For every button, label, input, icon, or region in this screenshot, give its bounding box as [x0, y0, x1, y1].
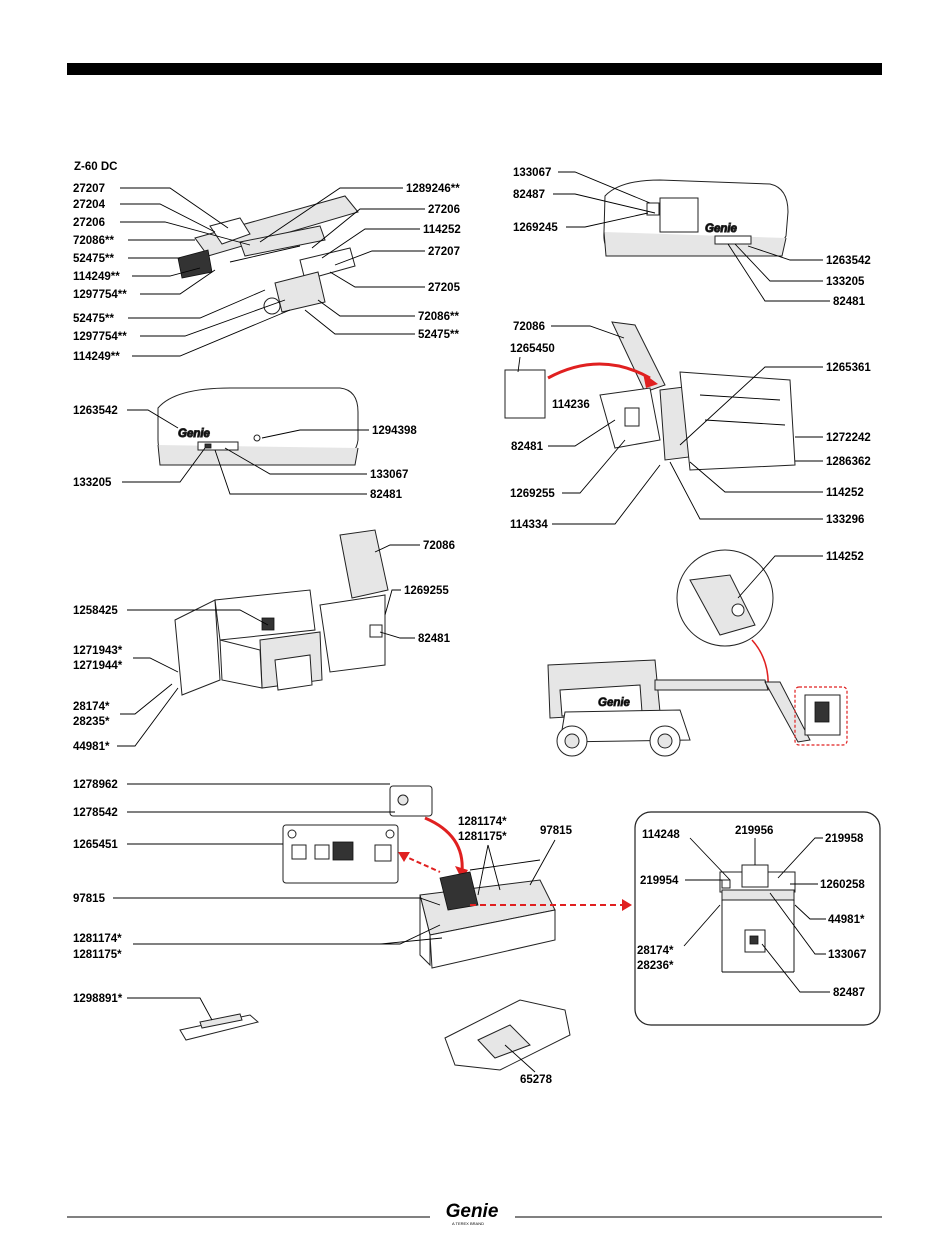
- turntable-cover-labels: 72086 1269255 1258425 1271943* 1271944* …: [73, 540, 455, 753]
- part-label: 1286362: [826, 456, 871, 468]
- part-label: 219958: [825, 833, 864, 845]
- part-label: 28174*: [637, 945, 674, 957]
- part-label: 1271944*: [73, 660, 123, 672]
- genie-decal: Genie: [705, 223, 738, 235]
- genie-decal: Genie: [598, 697, 631, 709]
- part-label: 133296: [826, 514, 864, 526]
- part-label: 114249**: [73, 271, 120, 283]
- part-label: 1265361: [826, 362, 871, 374]
- part-label: 82481: [370, 489, 403, 501]
- part-label: 219954: [640, 875, 679, 887]
- part-label: 1269245: [513, 222, 558, 234]
- detail-frame: [634, 811, 881, 1026]
- part-label: 114252: [826, 551, 864, 563]
- platform-box-detail: [634, 811, 881, 1026]
- part-label: 133205: [826, 276, 865, 288]
- part-label: 27206: [428, 204, 460, 216]
- part-label: 133067: [513, 167, 551, 179]
- ground-control-box-illustration: Genie: [157, 387, 359, 466]
- part-label: 219956: [735, 825, 773, 837]
- part-label: 1269255: [510, 488, 555, 500]
- part-label: 114334: [510, 519, 548, 531]
- part-label: 114248: [642, 829, 680, 841]
- boom-assembly-illustration: [177, 195, 359, 315]
- part-label: 52475**: [73, 313, 114, 325]
- part-label: 114252: [826, 487, 864, 499]
- part-label: 97815: [540, 825, 573, 837]
- part-label: 82481: [511, 441, 544, 453]
- part-label: 1294398: [372, 425, 417, 437]
- part-label: 44981*: [73, 741, 110, 753]
- part-label: 65278: [520, 1074, 553, 1086]
- genie-decal: Genie: [178, 428, 211, 440]
- part-label: 1289246**: [406, 183, 460, 195]
- part-label: 52475**: [73, 253, 114, 265]
- part-label: 97815: [73, 893, 106, 905]
- part-label: 1263542: [826, 255, 871, 267]
- platform-illustration: [179, 785, 632, 1071]
- turntable-controls-illustration: [504, 321, 796, 471]
- part-label: 27207: [428, 246, 460, 258]
- part-label: 1297754**: [73, 289, 127, 301]
- part-label: 1278962: [73, 779, 118, 791]
- part-label: 1272242: [826, 432, 871, 444]
- part-label: 1260258: [820, 879, 865, 891]
- part-label: 133205: [73, 477, 112, 489]
- part-label: 44981*: [828, 914, 865, 926]
- part-label: 82481: [418, 633, 451, 645]
- part-label: 1281175*: [73, 949, 122, 961]
- part-label: 28235*: [73, 716, 110, 728]
- part-label: 52475**: [418, 329, 459, 341]
- part-label: 82487: [513, 189, 545, 201]
- part-label: 72086: [513, 321, 545, 333]
- turntable-labels: 72086 1265450 114236 82481 1269255 11433…: [510, 321, 871, 531]
- part-label: 1269255: [404, 585, 449, 597]
- ground-control-box-right-illustration: Genie: [603, 179, 789, 257]
- part-label: 1265450: [510, 343, 555, 355]
- part-label: 1281175*: [458, 831, 507, 843]
- part-label: 133067: [370, 469, 408, 481]
- part-label: 114236: [552, 399, 590, 411]
- part-label: 27205: [428, 282, 461, 294]
- part-label: 82481: [833, 296, 866, 308]
- ground-control-labels-right: 133067 82487 1269245 1263542 133205 8248…: [513, 167, 871, 308]
- part-label: 1258425: [73, 605, 118, 617]
- part-label: 133067: [828, 949, 866, 961]
- part-label: 1263542: [73, 405, 118, 417]
- boom-assembly-labels: 27207 27204 27206 72086** 52475** 114249…: [73, 183, 461, 363]
- part-label: 1265451: [73, 839, 118, 851]
- part-label: 1297754**: [73, 331, 127, 343]
- part-label: 114252: [423, 224, 461, 236]
- ground-control-labels-left: 1263542 133205 1294398 133067 82481: [73, 405, 417, 501]
- part-label: 1298891*: [73, 993, 123, 1005]
- part-label: 114249**: [73, 351, 120, 363]
- footer-logo: Genie: [446, 1201, 499, 1222]
- platform-labels: 1278962 1278542 1265451 97815 1281174* 1…: [73, 779, 573, 1086]
- part-label: 28236*: [637, 960, 674, 972]
- boom-lift-illustration: Genie: [547, 549, 848, 757]
- part-label: 1271943*: [73, 645, 123, 657]
- boom-lift-labels: 114252: [737, 551, 864, 599]
- part-label: 82487: [833, 987, 865, 999]
- part-label: 27206: [73, 217, 105, 229]
- turntable-cover-illustration: [174, 529, 389, 696]
- part-label: 27207: [73, 183, 105, 195]
- part-label: 28174*: [73, 701, 110, 713]
- platform-box-labels: 114248 219956 219958 219954 1260258 4498…: [637, 825, 866, 999]
- part-label: 72086**: [418, 311, 459, 323]
- section-title: Z-60 DC: [74, 161, 117, 173]
- header-bar: [67, 63, 882, 75]
- part-label: 72086: [423, 540, 455, 552]
- part-label: 27204: [73, 199, 106, 211]
- part-label: 1278542: [73, 807, 118, 819]
- part-label: 1281174*: [458, 816, 507, 828]
- footer-tagline: A TEREX BRAND: [452, 1221, 484, 1226]
- part-label: 72086**: [73, 235, 114, 247]
- part-label: 1281174*: [73, 933, 122, 945]
